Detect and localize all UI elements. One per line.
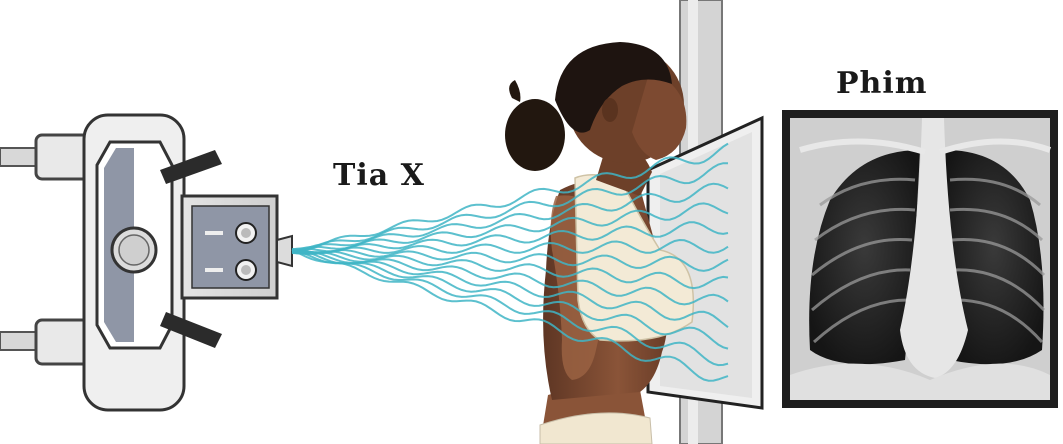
chest-radiograph-image	[782, 110, 1058, 408]
film-label: Phim	[836, 66, 928, 101]
xray-label: Tia X	[333, 158, 425, 193]
xray-machine-icon	[0, 115, 292, 410]
